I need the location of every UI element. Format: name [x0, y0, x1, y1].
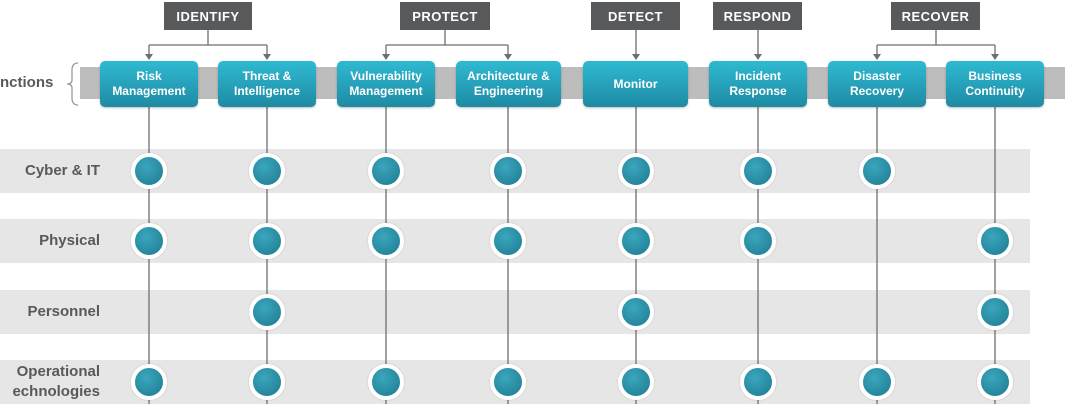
function-label-line2: Management [112, 84, 186, 98]
coverage-marker [977, 294, 1013, 330]
function-label-line1: Architecture & [467, 69, 550, 83]
coverage-marker [859, 364, 895, 400]
coverage-marker [859, 153, 895, 189]
connector-arrow [263, 54, 271, 60]
coverage-marker [131, 223, 167, 259]
coverage-marker [490, 223, 526, 259]
row-label-line1: Operational [16, 363, 100, 380]
function-label-line1: Risk [136, 69, 162, 83]
category-detect: DETECT [591, 2, 680, 30]
coverage-marker [740, 153, 776, 189]
function-monitor: Monitor [583, 61, 688, 107]
row-label-physical: Physical [0, 231, 100, 251]
function-threat-intelligence: Threat &Intelligence [218, 61, 316, 107]
connector-arrow [145, 54, 153, 60]
row-label-personnel: Personnel [0, 302, 100, 322]
category-identify: IDENTIFY [164, 2, 252, 30]
coverage-marker [618, 223, 654, 259]
function-label-line2: Continuity [965, 84, 1025, 98]
function-label-line2: Management [349, 84, 423, 98]
coverage-marker [490, 153, 526, 189]
row-label-operational-technologies: Operational echnologies [0, 362, 100, 402]
function-label-line1: Monitor [613, 76, 658, 91]
function-label-line2: Engineering [473, 84, 544, 98]
coverage-marker [249, 294, 285, 330]
coverage-marker [740, 223, 776, 259]
coverage-marker [368, 153, 404, 189]
category-protect: PROTECT [400, 2, 490, 30]
connector-arrow [632, 54, 640, 60]
connector-arrow [991, 54, 999, 60]
category-respond: RESPOND [713, 2, 802, 30]
coverage-marker [618, 364, 654, 400]
functions-label: nctions [0, 74, 54, 91]
coverage-marker [249, 223, 285, 259]
function-label-line2: Response [729, 84, 787, 98]
connector-arrow [504, 54, 512, 60]
function-label-line1: Vulnerability [350, 69, 422, 83]
connector-arrow [873, 54, 881, 60]
functions-brace [66, 62, 79, 106]
row-label-line1: Physical [39, 232, 100, 249]
function-label-line2: Intelligence [233, 84, 301, 98]
coverage-marker [249, 364, 285, 400]
row-label-line1: Cyber & IT [24, 162, 100, 179]
function-label-line1: Disaster [853, 69, 901, 83]
coverage-marker [131, 364, 167, 400]
coverage-marker [368, 364, 404, 400]
coverage-marker [618, 294, 654, 330]
coverage-marker [249, 153, 285, 189]
coverage-marker [740, 364, 776, 400]
row-label-line2: echnologies [12, 383, 100, 400]
category-recover: RECOVER [891, 2, 980, 30]
coverage-marker [131, 153, 167, 189]
coverage-marker [977, 223, 1013, 259]
function-architecture-engineering: Architecture &Engineering [456, 61, 561, 107]
function-label-line2: Recovery [849, 84, 905, 98]
coverage-marker [490, 364, 526, 400]
coverage-marker [977, 364, 1013, 400]
row-label-cyber-it: Cyber & IT [0, 161, 100, 181]
row-label-line1: Personnel [27, 303, 100, 320]
function-label-line1: Threat & [242, 69, 292, 83]
connector-arrow [754, 54, 762, 60]
coverage-marker [368, 223, 404, 259]
function-label-line1: Incident [734, 69, 781, 83]
coverage-marker [618, 153, 654, 189]
connector-arrow [382, 54, 390, 60]
function-label-line1: Business [968, 69, 1022, 83]
row-band-personnel [0, 290, 1030, 334]
